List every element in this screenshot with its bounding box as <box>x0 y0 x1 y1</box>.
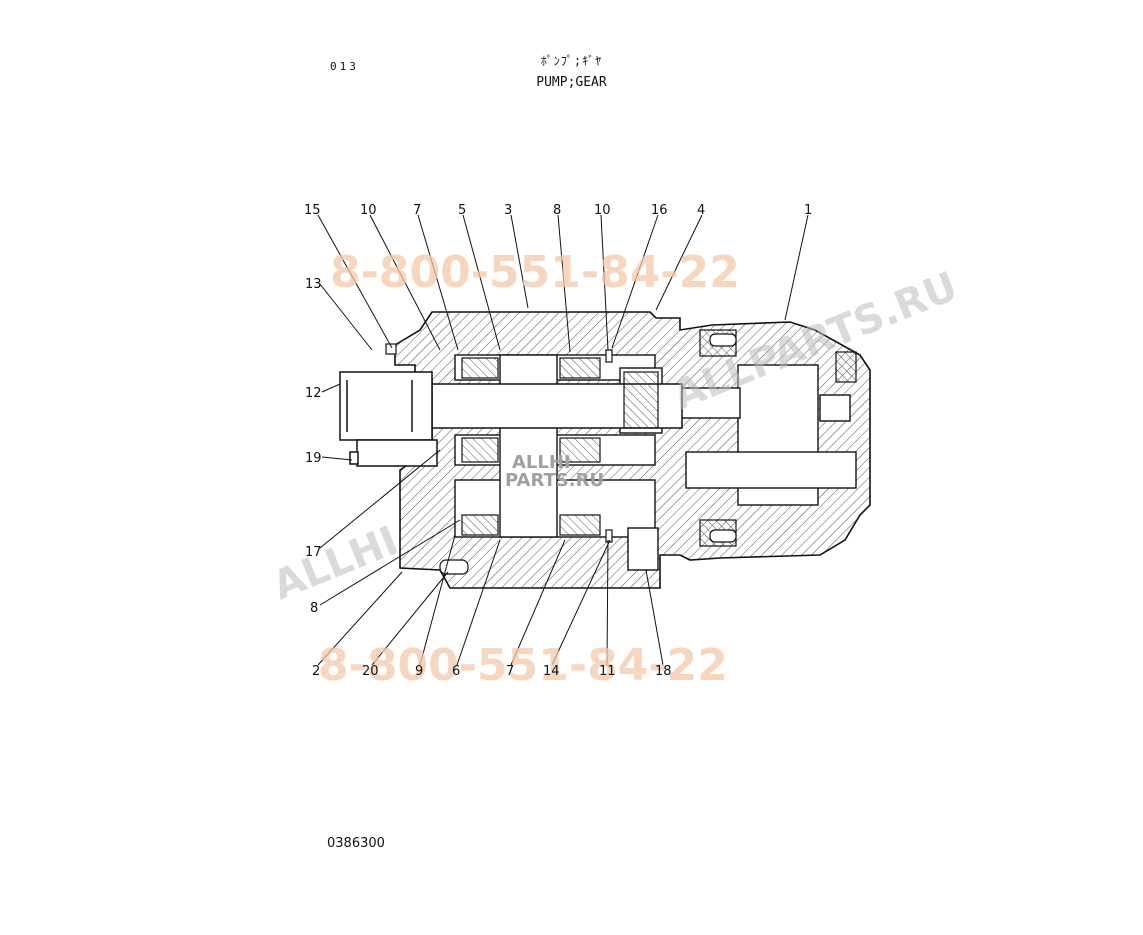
callout-5: 5 <box>458 203 466 218</box>
callout-11: 11 <box>599 664 616 679</box>
callout-20: 20 <box>362 664 379 679</box>
callout-4: 4 <box>697 203 705 218</box>
callout-labels: 15 10 7 5 3 8 10 16 4 1 13 12 19 17 8 2 … <box>304 203 812 679</box>
callout-1: 1 <box>804 203 812 218</box>
leader-lines <box>317 214 809 666</box>
callout-13: 13 <box>305 277 322 292</box>
watermark-phone-bottom: 8-800-551-84-22 <box>318 640 728 691</box>
callout-17: 17 <box>305 545 322 560</box>
watermark-logo-line2: PARTS.RU <box>505 470 604 491</box>
gear-sections <box>461 329 857 547</box>
callout-12: 12 <box>305 386 322 401</box>
callout-10-top: 10 <box>360 203 377 218</box>
callout-19: 19 <box>305 451 322 466</box>
watermark-logo-line1: ALLHI <box>512 452 571 473</box>
callout-3: 3 <box>504 203 512 218</box>
callout-10-mid: 10 <box>594 203 611 218</box>
callout-16: 16 <box>651 203 668 218</box>
callout-15: 15 <box>304 203 321 218</box>
document-code: 0386300 <box>327 836 385 851</box>
callout-14: 14 <box>543 664 560 679</box>
callout-6: 6 <box>452 664 460 679</box>
title-japanese: ﾎﾟﾝﾌﾟ;ｷﾞﾔ <box>540 54 603 68</box>
callout-9: 9 <box>415 664 423 679</box>
callout-8-top: 8 <box>553 203 561 218</box>
page-number: 013 <box>330 60 359 73</box>
title-english: PUMP;GEAR <box>536 75 607 90</box>
callout-7-bottom: 7 <box>506 664 514 679</box>
callout-2: 2 <box>312 664 320 679</box>
callout-7-top: 7 <box>413 203 421 218</box>
watermark-phone-top: 8-800-551-84-22 <box>330 247 740 298</box>
callout-18: 18 <box>655 664 672 679</box>
callout-8-bottom: 8 <box>310 601 318 616</box>
